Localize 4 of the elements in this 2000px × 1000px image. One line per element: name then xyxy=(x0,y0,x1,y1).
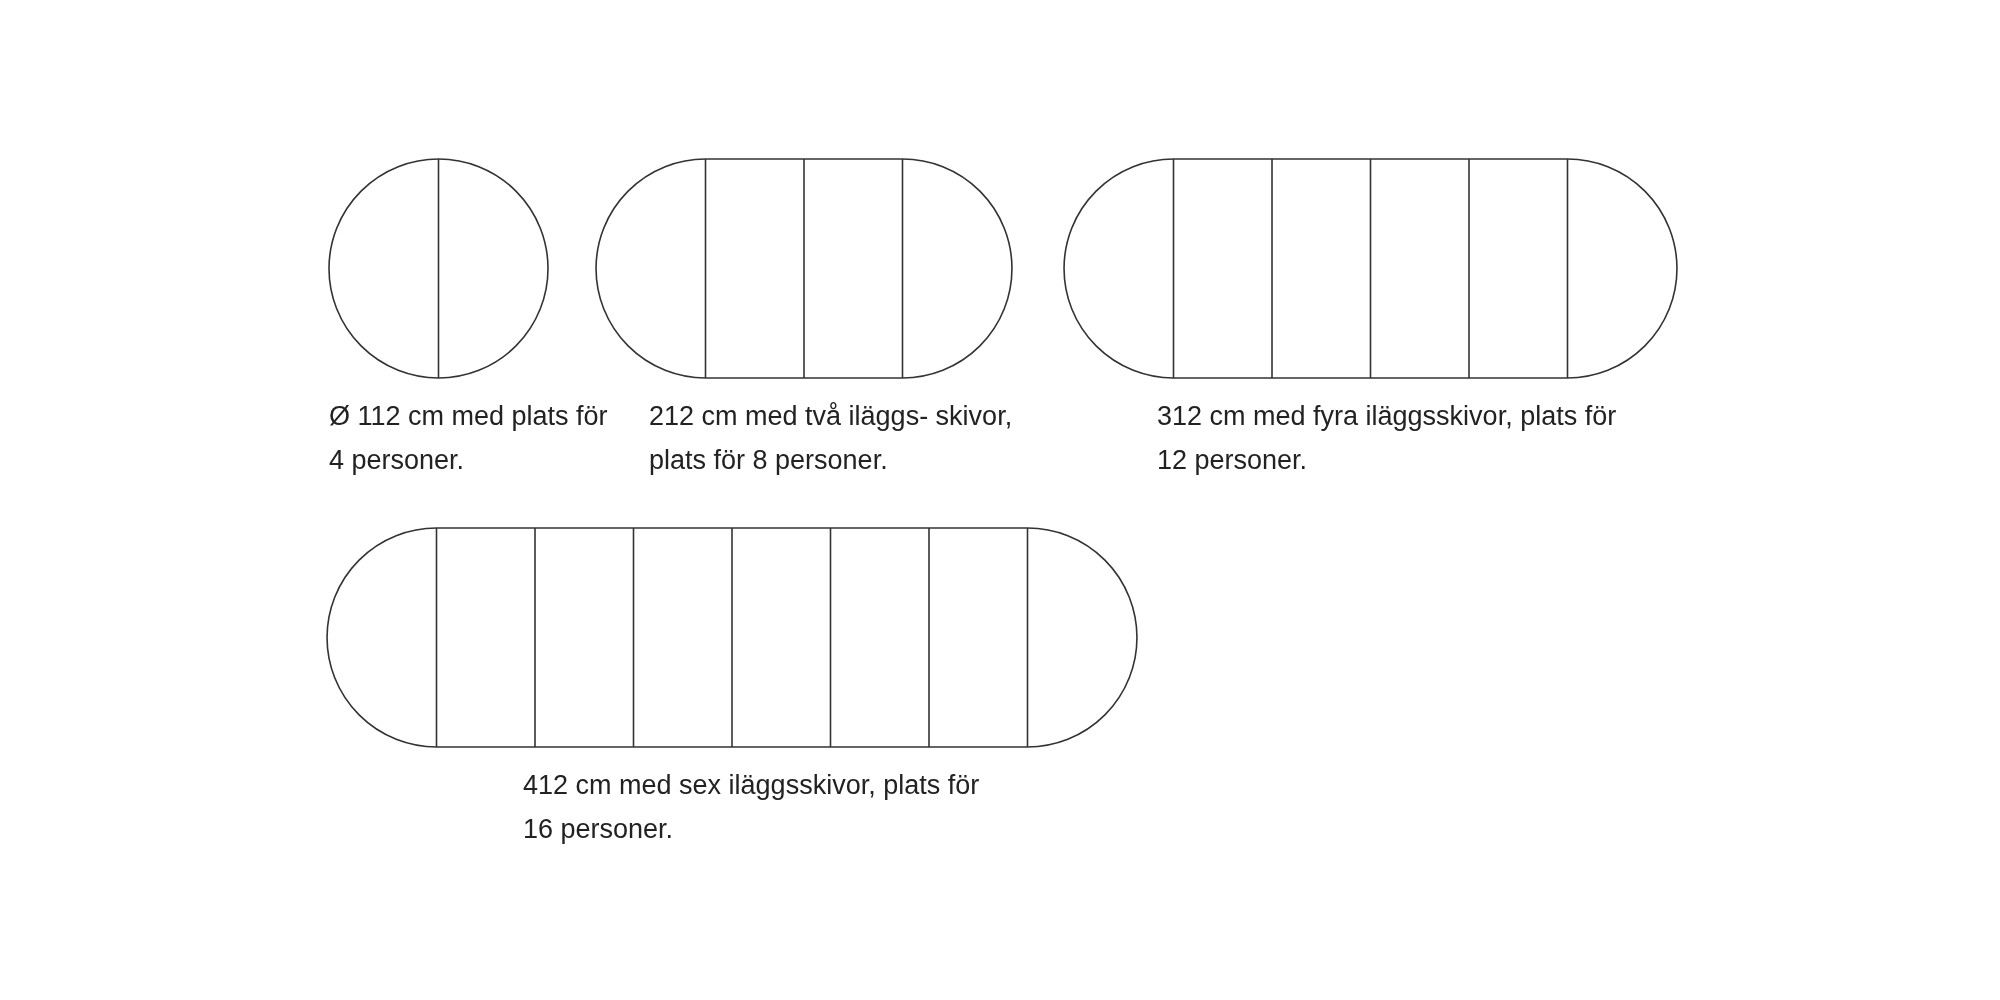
table-caption: 412 cm med sex iläggsskivor, plats för 16 personer. xyxy=(523,769,981,846)
table-caption: 212 cm med två iläggs- skivor, plats för 8 personer. xyxy=(649,400,1014,477)
table-caption: 312 cm med fyra iläggsskivor, plats för 12 personer. xyxy=(1157,400,1618,477)
table-caption: Ø 112 cm med plats för 4 personer. xyxy=(329,400,609,477)
